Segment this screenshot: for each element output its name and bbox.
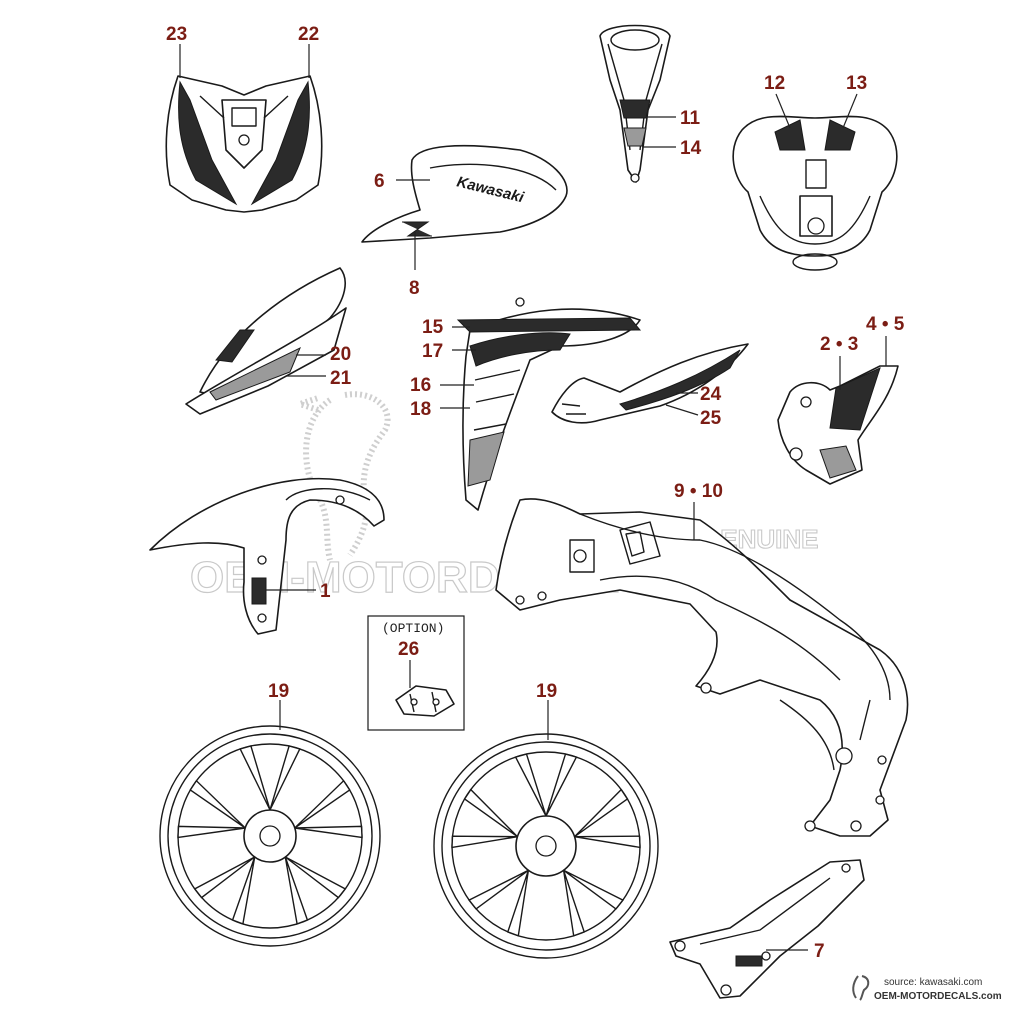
- part-side-bracket: [777, 365, 899, 485]
- callout-17: 17: [422, 341, 443, 362]
- source-bird-icon: [852, 975, 870, 1001]
- wheel-spoke: [177, 825, 246, 839]
- leader-12: [775, 93, 791, 129]
- callout-26: 26: [398, 639, 419, 660]
- part-lower-fairing: [551, 343, 749, 424]
- callout-21: 21: [330, 368, 352, 389]
- wheel-spoke: [514, 753, 547, 817]
- option-box: [367, 615, 465, 731]
- callout-1: 1: [320, 581, 331, 602]
- callout-20: 20: [330, 344, 351, 365]
- part-side-shroud: Kawasaki: [361, 144, 568, 243]
- callout-4-5: 4 • 5: [866, 314, 905, 335]
- part-rear-hanger: [669, 859, 865, 999]
- callout-11: 11: [680, 108, 701, 129]
- wheel-spoke: [269, 745, 301, 811]
- wheel-spoke: [284, 856, 347, 899]
- option-label: (OPTION): [382, 621, 444, 636]
- callout-16: 16: [410, 375, 431, 396]
- source-line-2: OEM-MOTORDECALS.com: [874, 991, 1002, 1002]
- wheel-spoke: [231, 856, 256, 925]
- source-credit: source: kawasaki.com OEM-MOTORDECALS.com: [852, 975, 1002, 1002]
- part-side-cowl-left: [185, 267, 347, 415]
- callout-6: 6: [374, 171, 385, 192]
- callout-19b: 19: [536, 681, 557, 702]
- source-line-1: source: kawasaki.com: [884, 977, 982, 988]
- callout-15: 15: [422, 317, 444, 338]
- wheel-spoke: [189, 779, 246, 829]
- part-tank-center-cover: [599, 24, 671, 183]
- callout-12: 12: [764, 73, 785, 94]
- wheel-spoke: [574, 835, 641, 849]
- callout-2-3: 2 • 3: [820, 334, 858, 355]
- callout-23: 23: [166, 24, 187, 45]
- callout-24: 24: [700, 384, 722, 405]
- wheel-spoke: [574, 788, 629, 838]
- wheel-spoke: [562, 870, 586, 937]
- wheel-spoke: [193, 856, 256, 899]
- callout-19a: 19: [268, 681, 289, 702]
- leader-25: [665, 404, 699, 416]
- wheel-spoke: [563, 869, 624, 910]
- part-fuel-tank: [732, 115, 898, 271]
- front-wheel-spokes: [177, 745, 363, 925]
- part-main-frame: [495, 498, 909, 837]
- wheel-spoke: [545, 753, 578, 817]
- wheel-spoke: [294, 779, 351, 829]
- callout-8: 8: [409, 278, 420, 299]
- wheel-spoke: [468, 869, 529, 910]
- rear-wheel-spokes: [451, 753, 641, 937]
- callout-14: 14: [680, 138, 702, 159]
- wheel-spoke: [284, 856, 309, 925]
- callout-7: 7: [814, 941, 825, 962]
- part-rear-wheel: [433, 733, 659, 959]
- wheel-spoke: [451, 835, 518, 849]
- wheel-spoke: [463, 788, 518, 838]
- leader-13: [842, 93, 858, 129]
- part-main-side-fairing: [456, 297, 642, 511]
- callout-18: 18: [410, 399, 431, 420]
- callout-25: 25: [700, 408, 722, 429]
- part-front-fender: [149, 477, 385, 635]
- callout-13: 13: [846, 73, 867, 94]
- wheel-spoke: [239, 745, 271, 811]
- callout-9-10: 9 • 10: [674, 481, 723, 502]
- callout-22: 22: [298, 24, 319, 45]
- part-front-wheel: [159, 725, 381, 947]
- wheel-spoke: [506, 870, 530, 937]
- wheel-spoke: [294, 825, 363, 839]
- part-option-clip: (OPTION): [367, 615, 465, 731]
- watermark-bird-logo: [290, 391, 391, 561]
- part-headlight-cowl: [165, 75, 323, 213]
